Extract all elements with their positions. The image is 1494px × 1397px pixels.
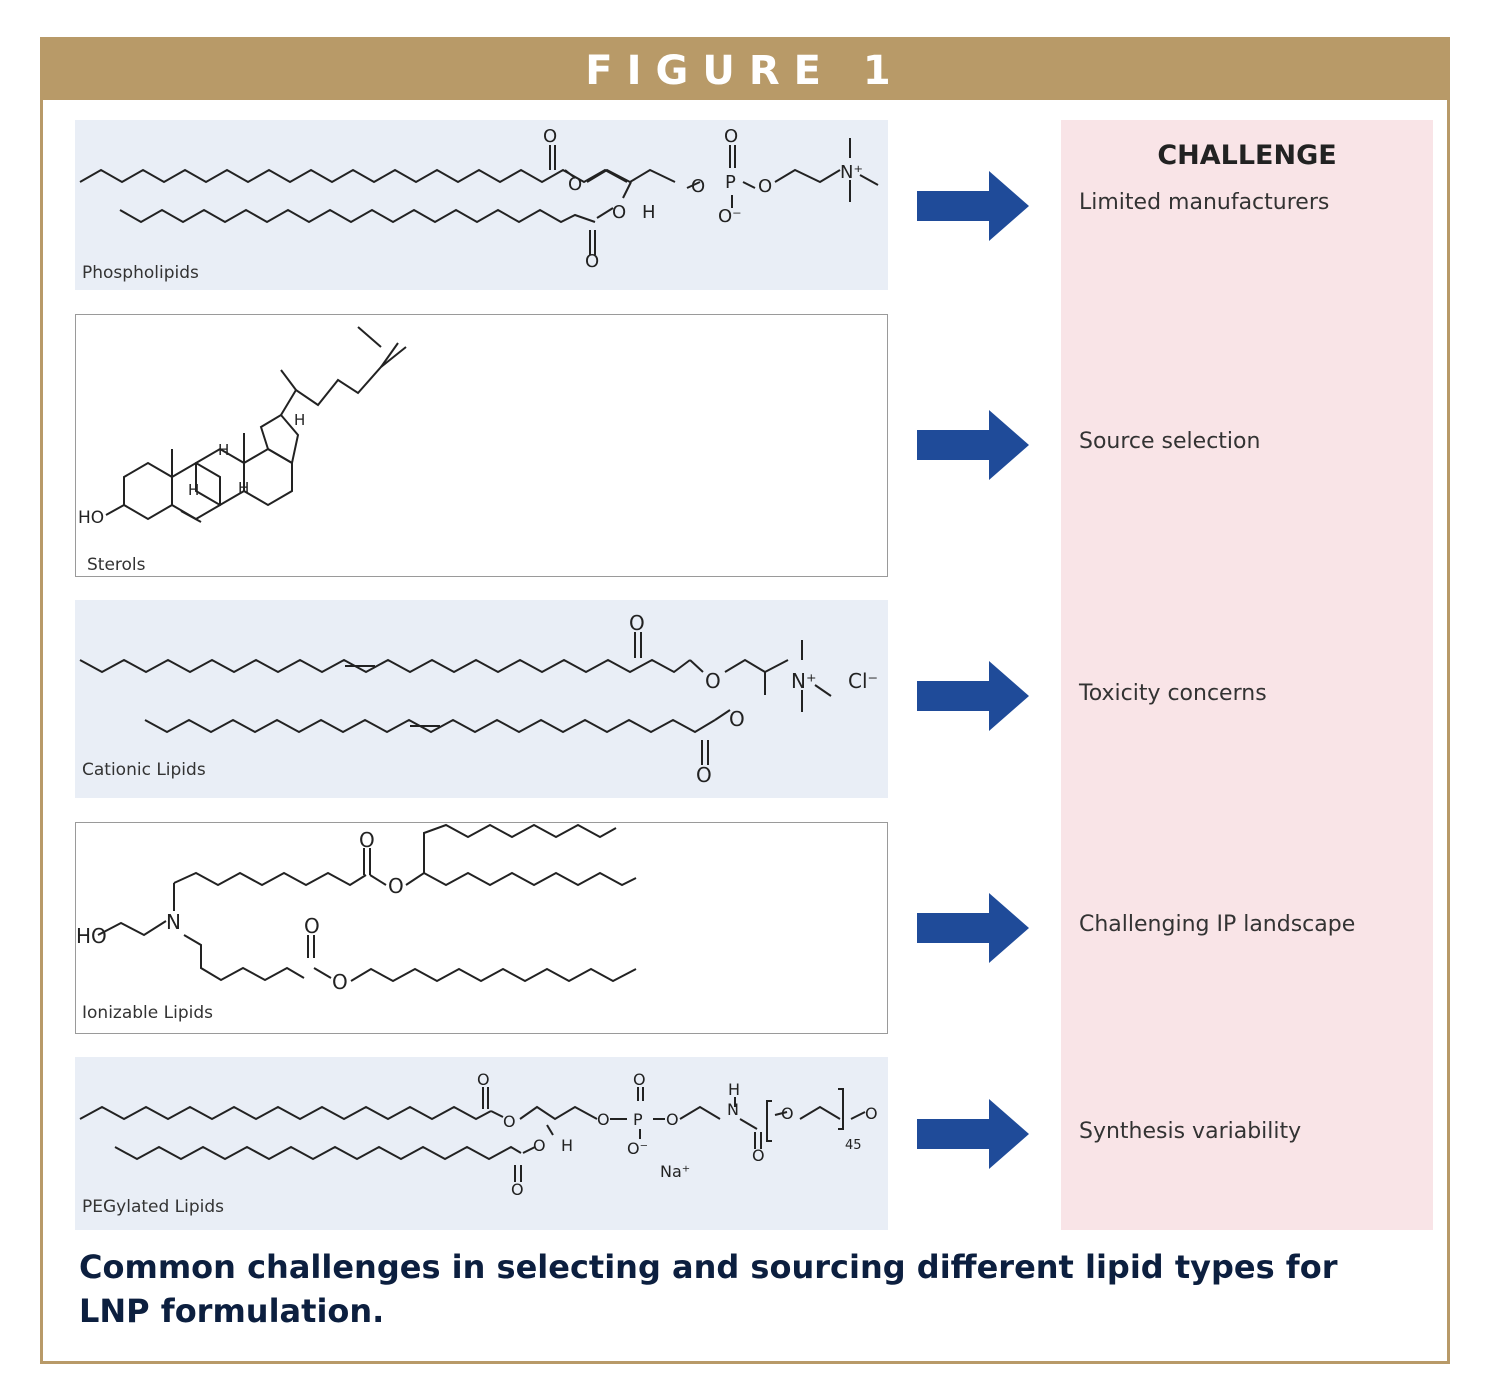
right-arrow-icon — [917, 893, 1029, 963]
atom-o: O — [533, 1136, 546, 1155]
atom-o-minus: O⁻ — [718, 206, 742, 227]
panel-ionizable-lipids: HO N O O O O Ionizable Lipids — [75, 822, 888, 1034]
peg-repeat-count: 45 — [845, 1138, 862, 1153]
atom-o: O — [612, 202, 626, 223]
atom-h: H — [728, 1080, 740, 1099]
lipid-label: Cationic Lipids — [82, 760, 206, 780]
atom-o: O — [585, 251, 599, 272]
atom-o: O — [332, 970, 348, 994]
right-arrow-icon — [917, 410, 1029, 480]
atom-n-plus: N⁺ — [840, 162, 863, 183]
atom-h: H — [294, 411, 305, 429]
challenge-item: Limited manufacturers — [1079, 190, 1330, 215]
ionizable-lipid-structure: HO N O O O O — [76, 823, 637, 994]
atom-o: O — [781, 1104, 794, 1123]
atom-o: O — [752, 1146, 765, 1165]
atom-n: N — [166, 910, 181, 934]
atom-h: H — [642, 202, 656, 223]
atom-h: H — [238, 479, 249, 497]
figure-caption: Common challenges in selecting and sourc… — [79, 1248, 1338, 1330]
lipid-label: Phospholipids — [82, 263, 199, 283]
atom-n-plus: N⁺ — [791, 669, 817, 693]
figure-title: FIGURE 1 — [43, 40, 1447, 100]
phospholipid-structure: O O O H O O P O O⁻ O N⁺ — [79, 126, 879, 272]
atom-na-plus: Na⁺ — [660, 1162, 690, 1181]
atom-o: O — [865, 1104, 878, 1123]
atom-cl-minus: Cl⁻ — [848, 669, 878, 693]
atom-o: O — [543, 126, 557, 147]
panel-sterols: HO H H H H Sterols — [75, 314, 888, 577]
atom-o: O — [666, 1110, 679, 1129]
atom-o: O — [304, 914, 320, 938]
challenge-heading: CHALLENGE — [1157, 140, 1337, 171]
atom-n: N — [727, 1100, 739, 1119]
panel-pegylated-lipids: O O O H O O P O O⁻ O H N O O 45 O Na⁺ PE… — [75, 1057, 888, 1230]
atom-o: O — [633, 1070, 646, 1089]
panel-phospholipids: O O O H O O P O O⁻ O N⁺ Phospholipids — [75, 120, 888, 290]
atom-o: O — [758, 176, 772, 197]
atom-o: O — [729, 707, 745, 731]
challenge-item: Synthesis variability — [1079, 1119, 1302, 1144]
atom-o: O — [511, 1180, 524, 1199]
right-arrow-icon — [917, 661, 1029, 731]
atom-o: O — [477, 1070, 490, 1089]
atom-ho: HO — [76, 924, 107, 948]
atom-h: H — [218, 441, 229, 459]
atom-o: O — [696, 763, 712, 787]
atom-h: H — [561, 1136, 573, 1155]
cationic-lipid-structure: O O N⁺ Cl⁻ O O — [79, 611, 878, 787]
atom-o: O — [359, 828, 375, 852]
atom-o: O — [568, 174, 582, 195]
challenge-item: Challenging IP landscape — [1079, 912, 1356, 937]
atom-o: O — [691, 176, 705, 197]
atom-h: H — [188, 481, 199, 499]
sterol-structure: HO H H H H — [78, 326, 407, 528]
atom-o: O — [724, 126, 738, 147]
atom-p: P — [725, 172, 736, 193]
lipid-label: PEGylated Lipids — [82, 1197, 225, 1217]
right-arrow-icon — [917, 1099, 1029, 1169]
atom-ho: HO — [78, 508, 104, 528]
atom-o: O — [629, 611, 645, 635]
right-arrow-icon — [917, 171, 1029, 241]
atom-o: O — [503, 1112, 516, 1131]
atom-p: P — [633, 1110, 643, 1129]
atom-o: O — [597, 1110, 610, 1129]
atom-o: O — [705, 669, 721, 693]
challenge-item: Source selection — [1079, 429, 1261, 454]
challenge-item: Toxicity concerns — [1079, 681, 1267, 706]
challenge-column: CHALLENGE Limited manufacturers Source s… — [1061, 120, 1433, 1230]
pegylated-lipid-structure: O O O H O O P O O⁻ O H N O O 45 O Na⁺ — [79, 1070, 878, 1199]
figure-frame: FIGURE 1 O O — [40, 37, 1450, 1364]
lipid-label: Sterols — [87, 555, 146, 575]
atom-o-minus: O⁻ — [627, 1139, 648, 1158]
atom-o: O — [388, 874, 404, 898]
lipid-label: Ionizable Lipids — [82, 1003, 213, 1023]
panel-cationic-lipids: O O N⁺ Cl⁻ O O Cationic Lipids — [75, 600, 888, 798]
